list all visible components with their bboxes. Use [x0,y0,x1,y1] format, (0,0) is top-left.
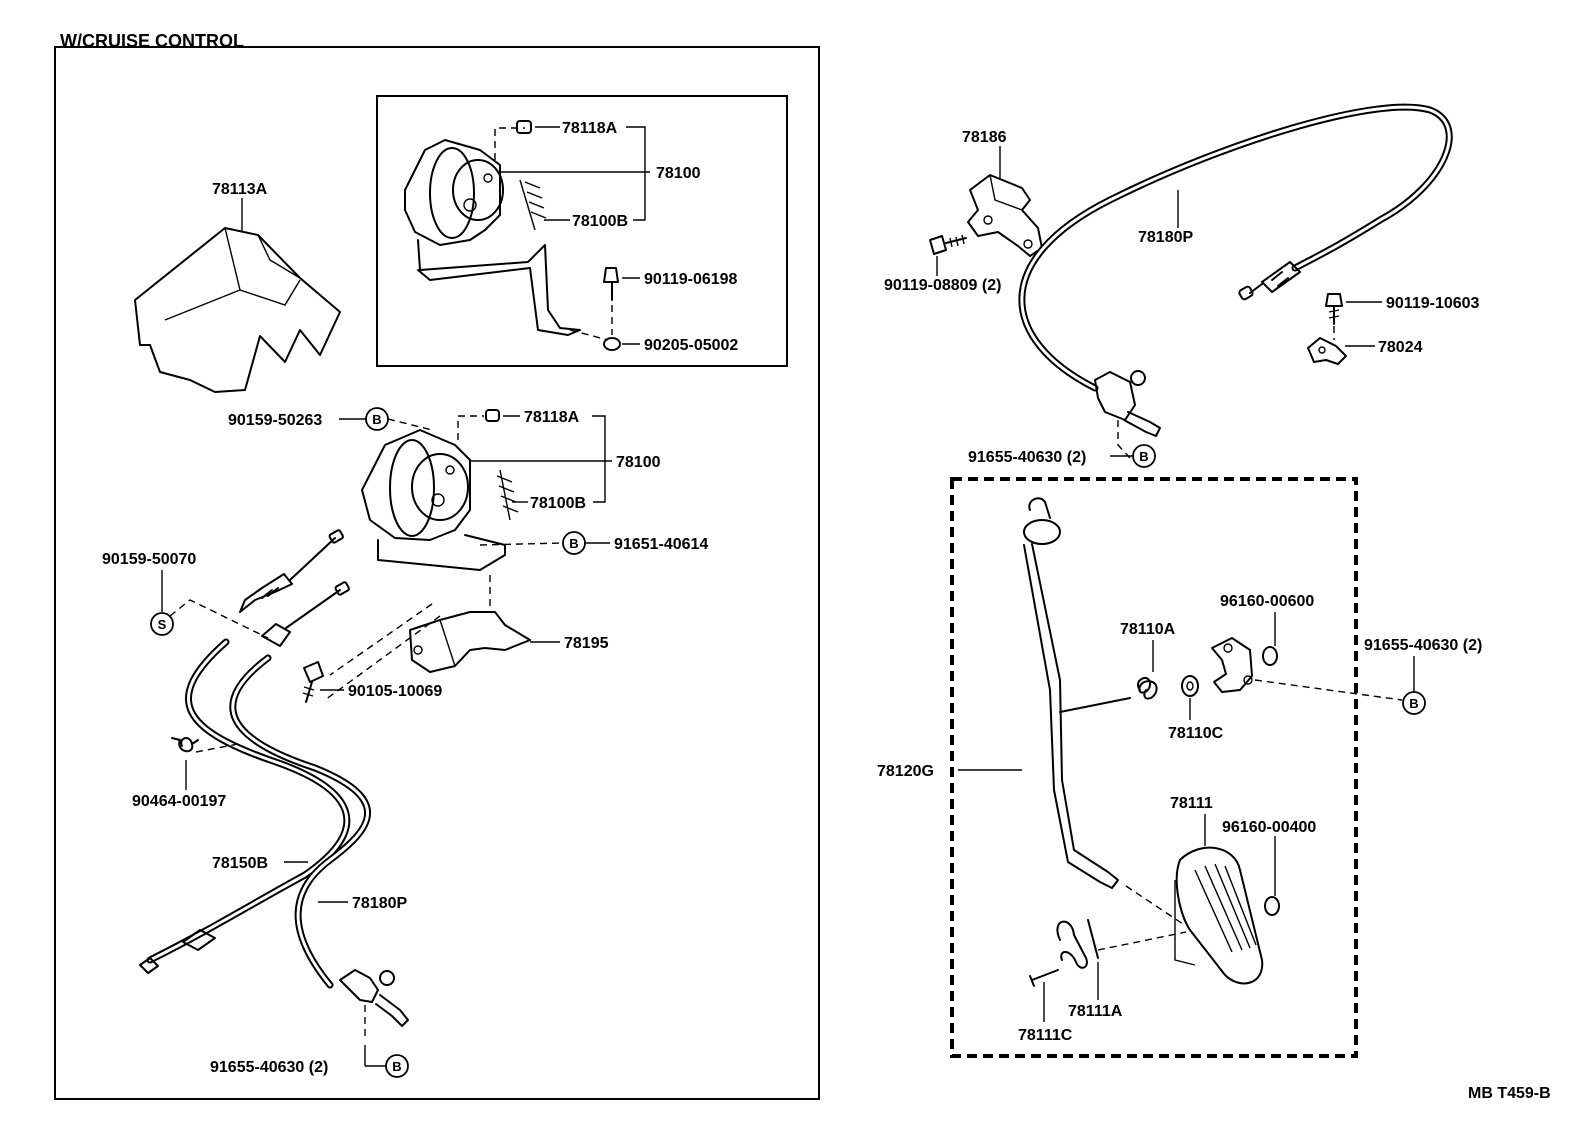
label-78180p-right: 78180P [1138,229,1193,246]
label-78100b-main: 78100B [530,495,586,512]
clip-90464-00197-part [171,737,199,753]
diagram-code: MB T459-B [1468,1085,1551,1102]
label-90119-10603: 90119-10603 [1386,295,1480,312]
pedal-pad-78111-part [1174,846,1264,985]
label-90119-08809: 90119-08809 (2) [884,277,1001,294]
nut-96160-00600-part [1262,646,1278,666]
label-91655-40630-pedal: 91655-40630 (2) [1364,637,1482,654]
label-78186: 78186 [962,129,1007,146]
svg-text:B: B [392,1059,401,1074]
label-78110a: 78110A [1120,621,1176,638]
label-78150b: 78150B [212,855,268,872]
svg-text:B: B [1409,696,1418,711]
label-90119-06198: 90119-06198 [644,271,738,288]
label-96160-00400: 96160-00400 [1222,819,1316,836]
label-78110c: 78110C [1168,725,1224,742]
label-78111a: 78111A [1068,1003,1123,1020]
label-78118a-main: 78118A [524,409,580,426]
cable-78150b-part [139,638,351,974]
bolt-90119-06198-part [603,267,619,301]
label-78120g: 78120G [877,763,934,780]
label-90105-10069: 90105-10069 [348,683,442,700]
label-90159-50070: 90159-50070 [102,551,196,568]
label-78100-main: 78100 [616,454,661,471]
label-78100-inset: 78100 [656,165,701,182]
label-90205-05002: 90205-05002 [644,337,738,354]
spring-78111a-part [1056,919,1099,969]
actuator-inset-part [404,139,581,336]
label-78180p-left: 78180P [352,895,407,912]
bracket-78195-part [409,611,531,673]
label-78111: 78111 [1170,795,1213,812]
pedal-arm-78120g-part [1023,497,1131,889]
bolt-90105-10069-part [302,661,324,703]
label-91655-40630-left: 91655-40630 (2) [210,1059,328,1076]
cable-ends-part [239,529,350,647]
bracket-78186-part [967,174,1043,257]
label-90464-00197: 90464-00197 [132,793,226,810]
bolt-90119-08809-part [929,234,967,255]
cruise-control-frame [54,46,820,1100]
svg-text:B: B [1139,449,1148,464]
label-90159-50263: 90159-50263 [228,412,322,429]
label-78024: 78024 [1378,339,1423,356]
label-78111c: 78111C [1018,1027,1073,1044]
bracket-pedal-part [1211,637,1253,693]
actuator-main-part [361,429,519,571]
svg-text:B: B [372,412,381,427]
spring-78110a-part [1137,677,1158,700]
bracket-78024-part [1307,337,1347,365]
pedal-assembly-frame [950,477,1358,1058]
nut-96160-00400-part [1264,896,1280,916]
label-91651-40614: 91651-40614 [614,536,708,553]
inset-frame [376,95,788,367]
label-78195: 78195 [564,635,609,652]
marker-s [150,612,174,636]
svg-text:B: B [569,536,578,551]
label-78100b-inset: 78100B [572,213,628,230]
label-91655-40630-upper: 91655-40630 (2) [968,449,1086,466]
label-78113a: 78113A [212,181,268,198]
cable-end-lower-part [339,969,409,1027]
label-96160-00600: 96160-00600 [1220,593,1314,610]
pin-78111c-part [1029,969,1059,987]
cable-78180p-left-part [229,654,371,989]
label-78118a-inset: 78118A [562,120,618,137]
cover-78113a-part [134,227,341,393]
svg-text:S: S [158,617,167,632]
bolt-90119-10603-part [1325,293,1343,325]
washer-78110c-part [1181,675,1199,697]
cable-78180p-right-part [1018,103,1453,437]
